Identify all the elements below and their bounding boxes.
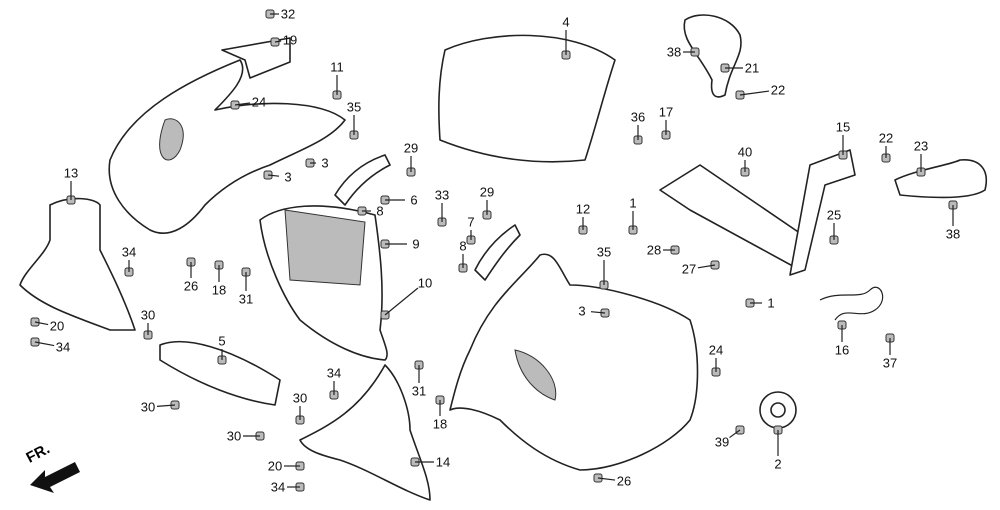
leader-line: [697, 264, 716, 269]
callout-label: 32: [280, 6, 296, 22]
callout-label: 27: [681, 261, 697, 277]
callout-label: 30: [292, 390, 308, 406]
front-arrow-icon: [30, 462, 80, 493]
leader-line: [34, 321, 49, 326]
callout-label: 2: [774, 456, 782, 472]
leader-line: [384, 287, 419, 316]
callout-label: 34: [55, 339, 71, 355]
callout-label: 30: [140, 307, 156, 323]
callout-label: 18: [432, 416, 448, 432]
lower-strip-5: [159, 340, 281, 406]
callout-label: 18: [211, 282, 227, 298]
callout-label: 8: [459, 238, 467, 254]
callout-label: 9: [412, 236, 420, 252]
callout-label: 25: [826, 207, 842, 223]
callout-label: 29: [403, 140, 419, 156]
callout-label: 36: [630, 109, 646, 125]
callout-label: 3: [321, 155, 329, 171]
lower-cowl-12: [449, 253, 699, 471]
leader-line: [34, 341, 55, 347]
leader-line: [739, 90, 770, 96]
callout-label: 20: [267, 458, 283, 474]
callout-label: 34: [326, 365, 342, 381]
callout-label: 15: [835, 119, 851, 135]
callout-label: 20: [49, 318, 65, 334]
windscreen: [438, 34, 616, 163]
callout-label: 38: [945, 226, 961, 242]
callout-label: 40: [737, 144, 753, 160]
callout-label: 37: [882, 355, 898, 371]
callout-label: 29: [479, 184, 495, 200]
callout-label: 1: [629, 195, 637, 211]
callout-label: 5: [218, 333, 226, 349]
leader-line: [156, 404, 176, 408]
callout-label: 26: [183, 278, 199, 294]
callout-label: 34: [270, 479, 286, 495]
fairing-stay-15: [659, 164, 811, 271]
callout-label: 3: [284, 169, 292, 185]
callout-label: 31: [411, 383, 427, 399]
callout-label: 30: [140, 399, 156, 415]
callout-label: 39: [714, 434, 730, 450]
leader-line: [729, 429, 741, 439]
callout-label: 11: [330, 59, 344, 75]
callout-label: 30: [226, 428, 242, 444]
side-cover-13: [19, 197, 136, 331]
callout-label: 17: [658, 104, 674, 120]
callout-label: 24: [251, 94, 267, 110]
callout-label: 21: [744, 60, 760, 76]
callout-label: 13: [63, 165, 79, 181]
leader-line: [597, 477, 616, 481]
callout-label: 8: [376, 203, 384, 219]
callout-label: 10: [417, 275, 433, 291]
callout-label: 24: [708, 342, 724, 358]
callout-label: 3: [578, 303, 586, 319]
callout-label: 14: [435, 454, 451, 470]
mirror-23: [894, 159, 987, 199]
callout-label: 22: [770, 82, 786, 98]
callout-label: 23: [913, 138, 929, 154]
upper-cowl: [108, 59, 346, 234]
callout-label: 7: [467, 214, 475, 230]
leader-line: [590, 311, 606, 314]
callout-label: 33: [434, 187, 450, 203]
callout-label: 31: [238, 291, 254, 307]
callout-label: 28: [646, 242, 662, 258]
callout-label: 35: [596, 244, 612, 260]
callout-label: 19: [282, 32, 298, 48]
callout-label: 34: [121, 244, 137, 260]
callout-label: 1: [767, 295, 775, 311]
under-cowl-14: [299, 364, 431, 501]
leader-line: [267, 174, 280, 177]
mirror-21: [683, 14, 742, 98]
callout-label: 6: [410, 192, 418, 208]
callout-label: 35: [346, 99, 362, 115]
callout-label: 38: [666, 44, 682, 60]
callout-label: 26: [616, 473, 632, 489]
leader-line: [274, 40, 282, 43]
callout-label: 4: [562, 14, 570, 30]
callout-label: 16: [834, 342, 850, 358]
leader-line: [234, 102, 251, 106]
callout-label: 12: [575, 201, 591, 217]
callout-label: 22: [878, 130, 894, 146]
